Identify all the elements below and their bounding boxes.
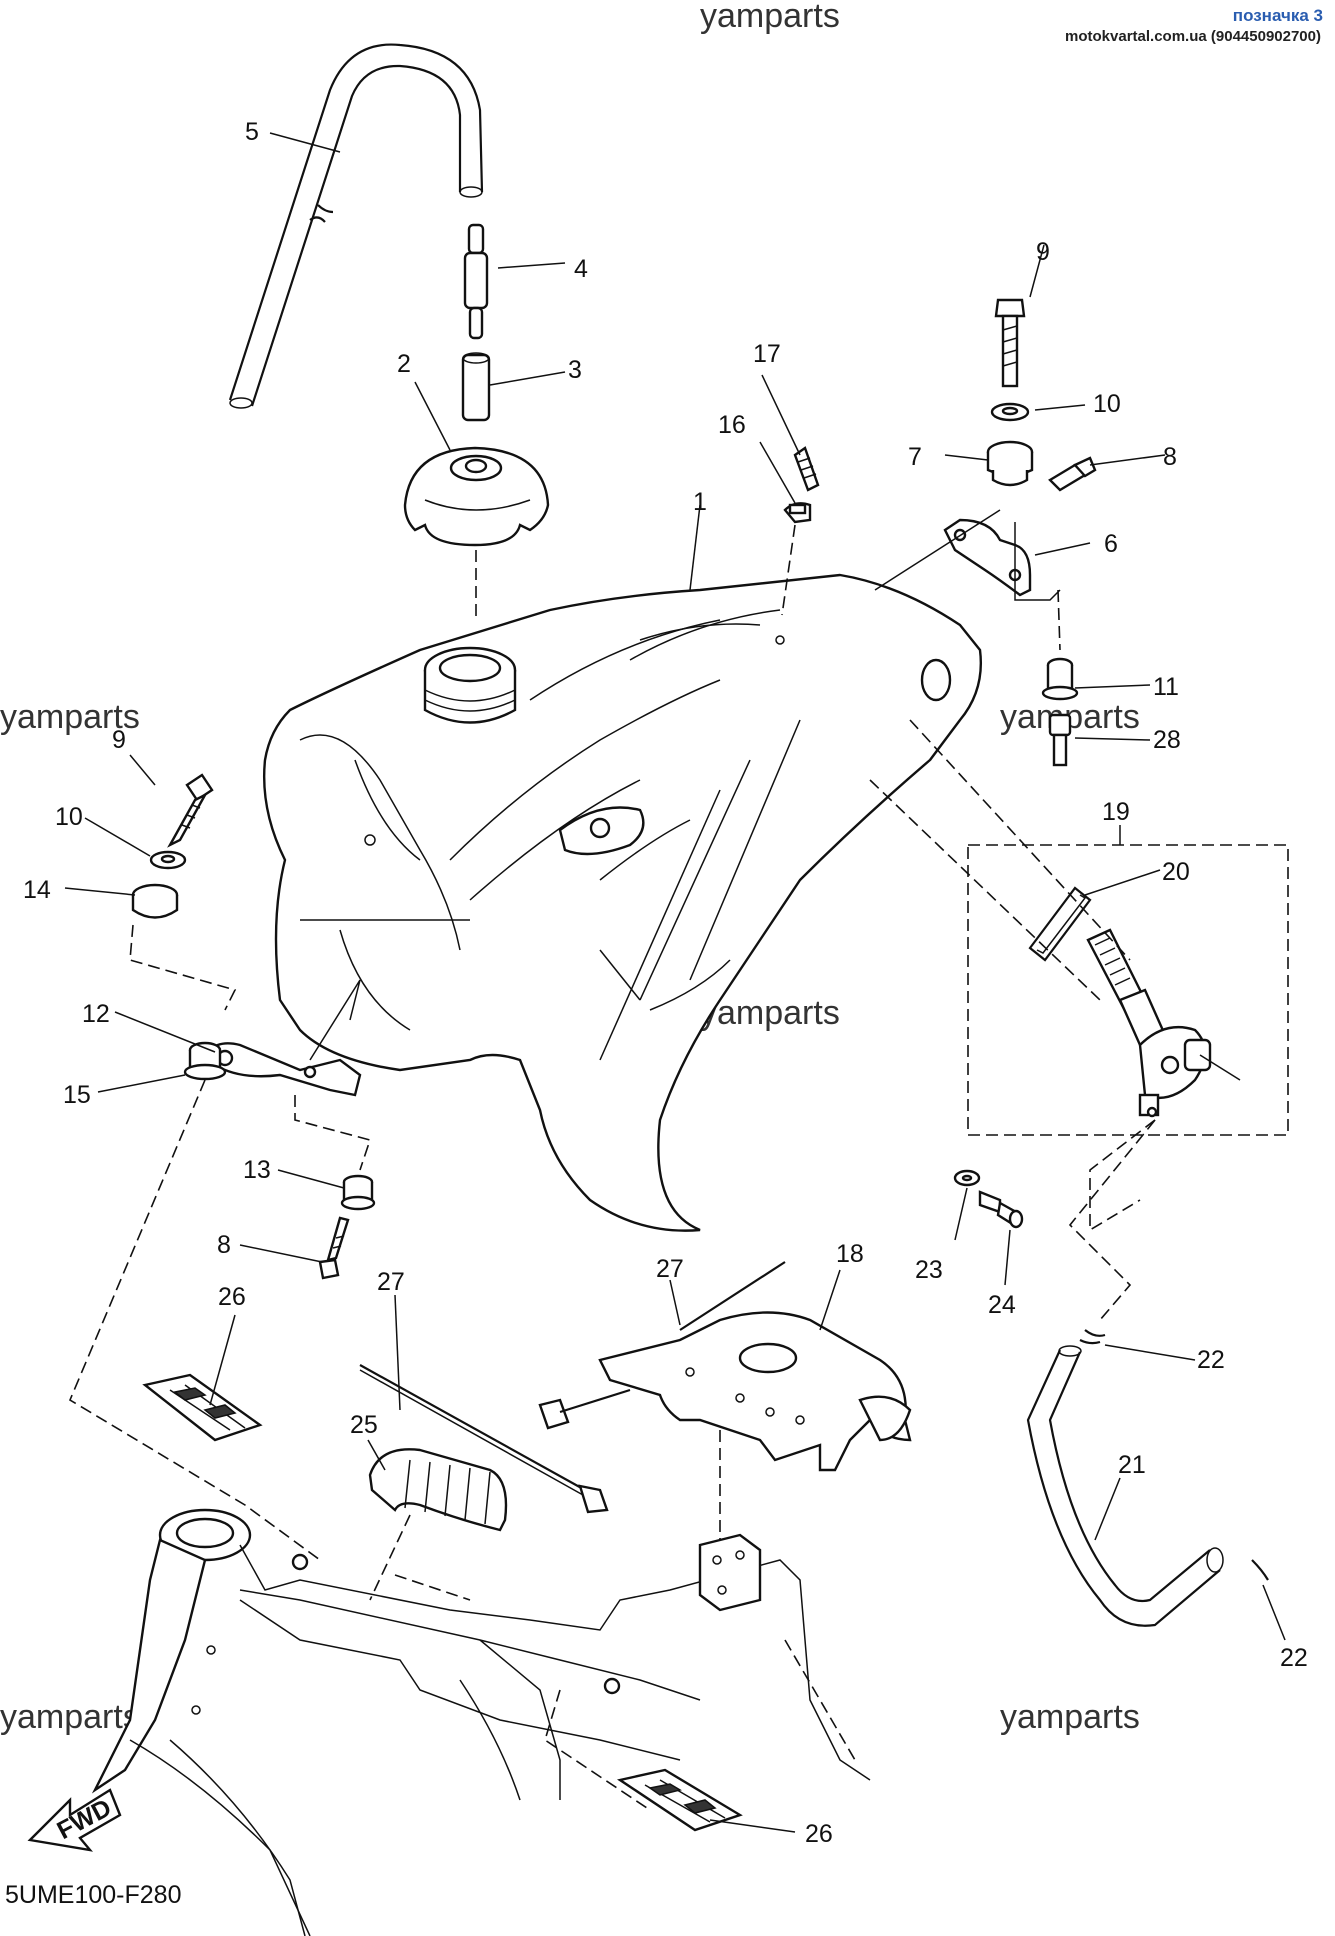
collar-15-part [183, 1041, 227, 1081]
side-bolt-part [1048, 456, 1097, 492]
cover-part [598, 1311, 912, 1472]
callout-13: 13 [243, 1156, 271, 1184]
callout-12: 12 [82, 1000, 110, 1028]
fuel-hose-part [1026, 1329, 1269, 1627]
watermark: yamparts [700, 0, 840, 35]
watermark: yamparts [700, 994, 840, 1032]
callout-27: 27 [656, 1255, 684, 1283]
cable-tie-part [359, 1261, 786, 1514]
fuel-cap-part [403, 446, 550, 547]
o-ring-part [1028, 886, 1092, 962]
callout-2: 2 [397, 350, 411, 378]
callout-19: 19 [1102, 798, 1130, 826]
forward-direction-icon: FWD [27, 1788, 122, 1852]
mount-bracket-part [874, 509, 1032, 597]
clamp-part [368, 1448, 508, 1532]
callout-7: 7 [908, 443, 922, 471]
callout-8-left: 8 [217, 1231, 231, 1259]
callout-8: 8 [1163, 443, 1177, 471]
washer-part [990, 402, 1030, 422]
source-label: motokvartal.com.ua (904450902700) [1065, 28, 1321, 45]
callout-16: 16 [718, 411, 746, 439]
washer-23-part [953, 1169, 981, 1187]
bolt-28-part [1048, 713, 1072, 767]
damper-pad-part [142, 1373, 263, 1442]
watermark: yamparts [1000, 1698, 1140, 1736]
collar-part [1041, 657, 1079, 701]
callout-5: 5 [245, 118, 259, 146]
callout-14: 14 [23, 876, 51, 904]
callout-28: 28 [1153, 726, 1181, 754]
callout-26: 26 [218, 1283, 246, 1311]
callout-24: 24 [988, 1291, 1016, 1319]
callout-17: 17 [753, 340, 781, 368]
left-washer-part [149, 850, 187, 870]
watermark: yamparts [0, 698, 140, 736]
damper-pad-part [616, 1768, 743, 1832]
callout-10: 10 [1093, 390, 1121, 418]
callout-27-left: 27 [377, 1268, 405, 1296]
fuel-cock-part [1086, 928, 1241, 1118]
callout-15: 15 [63, 1081, 91, 1109]
diagram-code: 5UME100-F280 [5, 1881, 181, 1909]
callout-9: 9 [1036, 238, 1050, 266]
callout-25: 25 [350, 1411, 378, 1439]
callout-10-left: 10 [55, 803, 83, 831]
callout-21: 21 [1118, 1451, 1146, 1479]
callout-9-left: 9 [112, 726, 126, 754]
callout-22-lower: 22 [1280, 1644, 1308, 1672]
left-bolt-part [167, 773, 214, 848]
callout-6: 6 [1104, 530, 1118, 558]
grommet-part [986, 440, 1034, 487]
breather-hose-part [228, 43, 484, 409]
fwd-label: FWD [53, 1794, 116, 1845]
stay-bracket-part [208, 1042, 362, 1097]
callout-11: 11 [1153, 673, 1179, 701]
hose-joint-part [463, 223, 489, 340]
reference-label: позначка 3 [1232, 6, 1323, 25]
frame-part [91, 1508, 871, 1936]
callout-22: 22 [1197, 1346, 1225, 1374]
left-grommet-part [131, 883, 179, 919]
pipe-part [461, 352, 491, 422]
lower-bolt-part [318, 1216, 350, 1280]
callout-23: 23 [915, 1256, 943, 1284]
callout-20: 20 [1162, 858, 1190, 886]
screw-24-part [978, 1190, 1024, 1229]
watermark: yamparts [0, 1698, 140, 1736]
upper-bolt-part [994, 298, 1026, 388]
callout-4: 4 [574, 255, 588, 283]
fuel-tank-part [262, 573, 982, 1232]
bolt-part [783, 446, 820, 524]
callout-1: 1 [693, 488, 707, 516]
callout-26-lower: 26 [805, 1820, 833, 1848]
callout-18: 18 [836, 1240, 864, 1268]
callout-3: 3 [568, 356, 582, 384]
collar-13-part [340, 1174, 376, 1211]
